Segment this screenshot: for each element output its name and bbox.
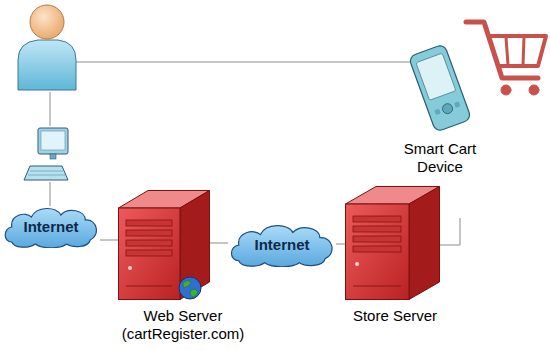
server-shape xyxy=(345,186,440,300)
label-holder: Web Server (cartRegister.com) xyxy=(108,307,258,343)
wire xyxy=(50,92,51,126)
wire xyxy=(50,62,418,206)
wire xyxy=(76,62,418,63)
connector-line xyxy=(336,244,345,245)
user-icon xyxy=(18,5,76,90)
device-shape xyxy=(395,40,485,136)
server-node: Store Server xyxy=(345,186,440,300)
label-holder: Store Server xyxy=(325,307,465,325)
cloud-node: Internet xyxy=(2,204,100,248)
cloud-node: Internet xyxy=(228,221,336,267)
connector-line xyxy=(100,240,118,241)
device-label: Smart Cart Device xyxy=(395,140,485,176)
computer-icon xyxy=(24,128,68,180)
server-shape xyxy=(118,190,210,300)
shopping-cart xyxy=(466,22,546,95)
connector-line xyxy=(440,218,460,245)
cloud-label: Internet xyxy=(23,218,78,235)
connector-line xyxy=(210,243,228,244)
cloud-label: Internet xyxy=(254,236,309,253)
server-label: Web Server (cartRegister.com) xyxy=(108,307,258,343)
server-label: Store Server xyxy=(325,307,465,325)
server-node: Web Server (cartRegister.com) xyxy=(118,190,210,300)
wire xyxy=(50,182,51,206)
